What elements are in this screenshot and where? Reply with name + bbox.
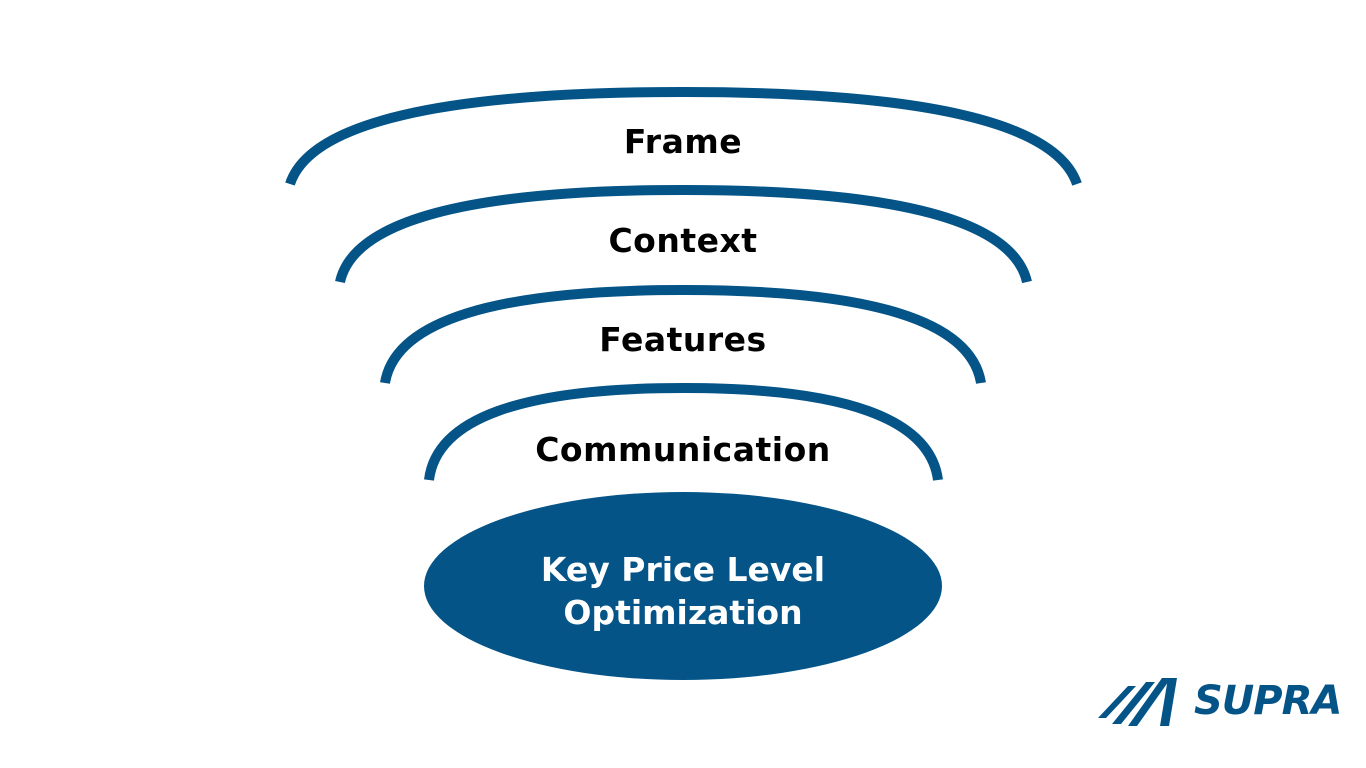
arc-communication <box>424 382 943 481</box>
arc-context <box>335 184 1032 284</box>
layer-label-communication: Communication <box>535 430 831 469</box>
logo-stripes-icon <box>1098 678 1177 726</box>
arc-features <box>380 284 986 385</box>
core-label: Key Price Level Optimization <box>433 548 933 634</box>
layer-label-frame: Frame <box>623 122 743 161</box>
core-ellipse <box>424 492 942 680</box>
core-label-line1: Key Price Level <box>540 550 826 589</box>
layer-label-context: Context <box>608 221 758 260</box>
arc-frame <box>285 86 1082 186</box>
logo-wordmark: SUPRA <box>1194 678 1342 724</box>
core-label-line2: Optimization <box>563 593 803 632</box>
layer-label-features: Features <box>599 320 767 359</box>
supra-logo: SUPRA <box>1098 670 1342 730</box>
